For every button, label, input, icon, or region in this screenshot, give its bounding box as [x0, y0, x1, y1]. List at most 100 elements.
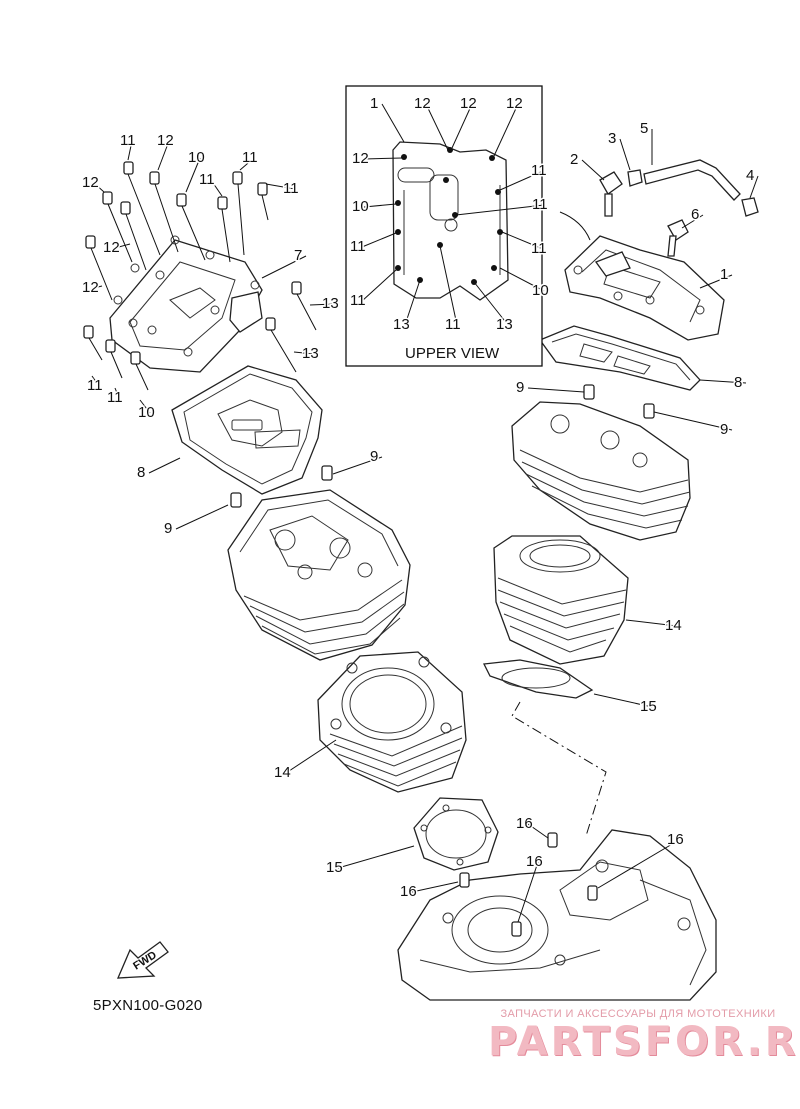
- rocker-cover-rear: [564, 235, 725, 341]
- callout-leader: [337, 845, 415, 869]
- callout-leader: [361, 232, 397, 248]
- callout-leader: [309, 303, 335, 306]
- callout-leader: [363, 157, 403, 160]
- breather-hose: [599, 159, 759, 257]
- callout-leader: [93, 285, 103, 289]
- callout-number: 15: [640, 698, 657, 715]
- callout-number: 11: [350, 292, 366, 309]
- callout-leader: [93, 182, 105, 193]
- callout-number: 2: [570, 151, 578, 168]
- callout-number: 11: [531, 240, 547, 257]
- callout-number: 11: [532, 196, 548, 213]
- callout-leader: [625, 619, 678, 627]
- dowel-pins-rear: [583, 384, 655, 419]
- callout-number: 1: [370, 95, 378, 112]
- watermark-brand: PARTSFOR.RU: [488, 1019, 800, 1065]
- cylinder-front: [317, 651, 467, 793]
- rocker-cover-front: [109, 235, 263, 373]
- callout-number: 13: [393, 316, 410, 333]
- callout-leader: [451, 103, 473, 149]
- callout-number: 9: [370, 448, 378, 465]
- callout-leader: [699, 274, 733, 289]
- callout-number: 11: [242, 149, 258, 166]
- callout-leader: [653, 411, 733, 431]
- callout-leader: [210, 179, 223, 197]
- callout-number: 8: [137, 464, 145, 481]
- rocker-gasket-rear: [538, 325, 701, 391]
- callout-leader: [527, 823, 549, 839]
- callout-leader: [114, 243, 131, 249]
- callout-number: 11: [283, 180, 299, 197]
- callout-number: 13: [496, 316, 513, 333]
- callout-leader: [681, 214, 704, 229]
- callout-leader: [499, 267, 545, 292]
- callout-leader: [127, 140, 133, 161]
- base-gasket-front: [413, 797, 499, 871]
- callout-leader: [473, 281, 509, 326]
- callout-leader: [699, 379, 747, 384]
- bolts-front-cover: [83, 161, 317, 391]
- callout-leader: [493, 103, 519, 157]
- inset-pointer: [559, 211, 591, 241]
- callout-leader: [455, 204, 545, 216]
- callout-number: 11: [120, 132, 136, 149]
- callout-leader: [285, 739, 337, 774]
- callout-number: 12: [82, 174, 99, 191]
- dowel-pins-front: [230, 465, 333, 508]
- callout-number: 7: [294, 247, 302, 264]
- callout-leader: [527, 387, 585, 393]
- callout-number: 16: [526, 853, 543, 870]
- callout-leader: [597, 839, 680, 889]
- callout-number: 10: [188, 149, 205, 166]
- callout-number: 12: [506, 95, 523, 112]
- callout-number: 9: [720, 421, 728, 438]
- callout-number: 6: [691, 206, 699, 223]
- callout-number: 12: [414, 95, 431, 112]
- upper-view-inset: [345, 85, 543, 367]
- callout-leader: [91, 375, 100, 387]
- fwd-arrow-icon: [116, 941, 169, 979]
- callout-number: 4: [746, 167, 754, 184]
- callout-leader: [404, 279, 421, 326]
- callout-leader: [501, 231, 544, 250]
- callout-leader: [175, 504, 229, 530]
- callout-number: 15: [326, 859, 343, 876]
- callout-leader: [239, 157, 255, 171]
- callout-number: 12: [352, 150, 369, 167]
- callout-number: 10: [532, 282, 549, 299]
- callout-leader: [411, 881, 459, 893]
- callout-number: 14: [665, 617, 682, 634]
- callout-number: 11: [531, 162, 547, 179]
- callout-leader: [361, 269, 397, 302]
- callout-number: 11: [107, 389, 123, 406]
- callout-number: 3: [608, 130, 616, 147]
- callout-leader: [425, 103, 449, 151]
- callout-number: 13: [322, 295, 339, 312]
- callout-number: 12: [103, 239, 120, 256]
- callout-number: 12: [82, 279, 99, 296]
- callout-number: 16: [400, 883, 417, 900]
- upper-view-title: UPPER VIEW: [405, 345, 500, 362]
- callout-leader: [157, 140, 170, 171]
- callout-leader: [439, 245, 458, 326]
- callout-number: 11: [199, 171, 215, 188]
- callout-number: 10: [352, 198, 369, 215]
- watermark: ЗАПЧАСТИ И АКСЕССУАРЫ ДЛЯ МОТОТЕХНИКИ PA…: [488, 1008, 800, 1065]
- callout-number: 12: [460, 95, 477, 112]
- callout-leader: [581, 159, 605, 181]
- crankcase: [397, 829, 717, 1001]
- callout-leader: [749, 175, 759, 199]
- base-gasket-rear: [483, 659, 594, 699]
- cylinder-rear: [493, 535, 629, 665]
- callout-leader: [293, 351, 315, 355]
- rocker-gasket-front: [171, 365, 323, 495]
- callout-number: 8: [734, 374, 742, 391]
- callout-number: 16: [516, 815, 533, 832]
- callout-leader: [332, 456, 383, 475]
- callout-leader: [139, 399, 151, 414]
- callout-leader: [381, 103, 405, 143]
- callout-number: 11: [87, 377, 103, 394]
